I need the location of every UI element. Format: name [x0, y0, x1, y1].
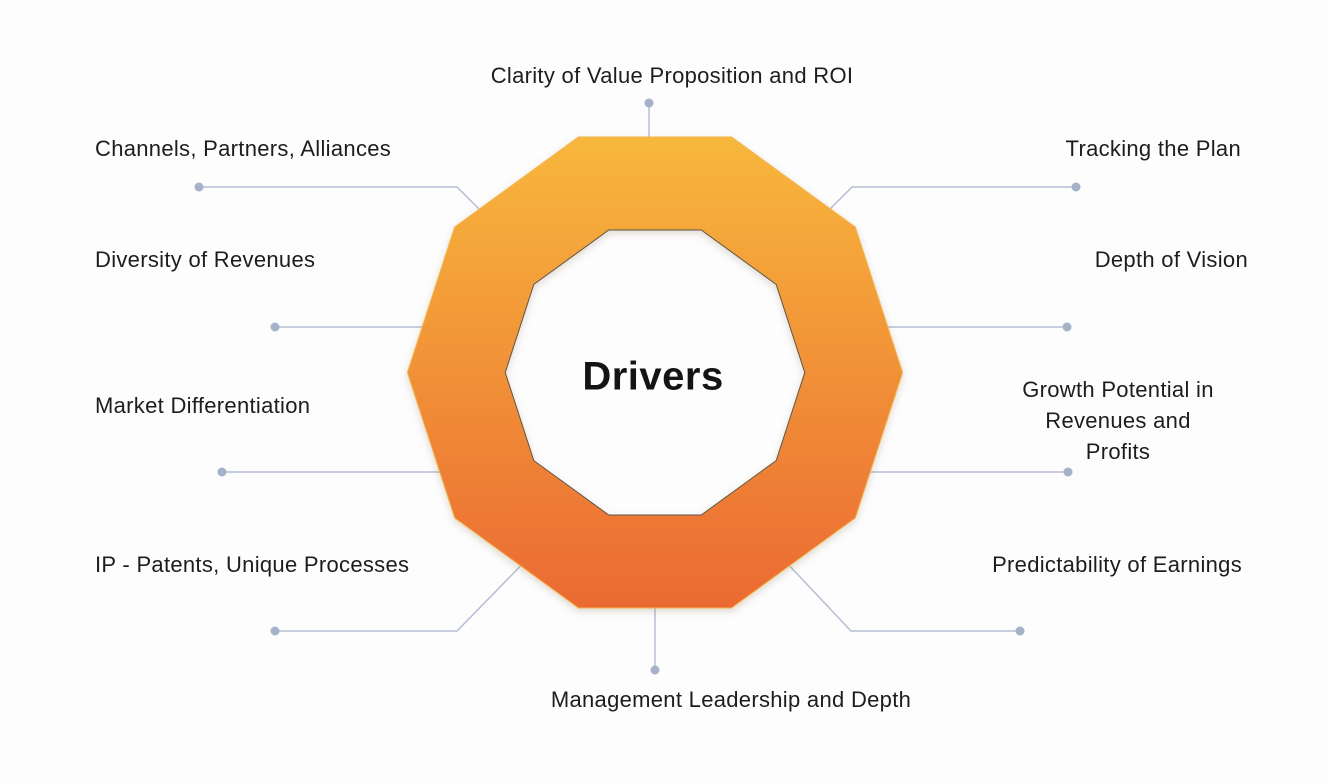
- connector-bottom-left: [275, 545, 541, 632]
- connector-bottom-right: [767, 542, 1020, 632]
- label-diversity-of-revenues: Diversity of Revenues: [95, 247, 316, 272]
- dot-top: [644, 98, 654, 108]
- dot-right-upper: [1062, 322, 1072, 332]
- dot-left-middle: [217, 467, 227, 477]
- dot-left-upper: [270, 322, 280, 332]
- connector-dots: [194, 98, 1081, 675]
- inner-decagon-outline: [504, 229, 806, 516]
- label-clarity-of-value-proposition-and-roi: Clarity of Value Proposition and ROI: [490, 63, 854, 88]
- label-depth-of-vision: Depth of Vision: [1094, 247, 1248, 272]
- label-management-leadership-and-depth: Management Leadership and Depth: [550, 687, 912, 712]
- label-channels-partners-alliances: Channels, Partners, Alliances: [95, 136, 392, 161]
- label-ip-patents-unique-processes: IP - Patents, Unique Processes: [95, 552, 410, 577]
- center-hub-label: Drivers: [582, 354, 724, 399]
- dot-bottom-left: [270, 626, 280, 636]
- label-market-differentiation: Market Differentiation: [95, 393, 311, 418]
- dot-top-left: [194, 182, 204, 192]
- label-predictability-of-earnings: Predictability of Earnings: [992, 552, 1242, 577]
- dot-bottom: [650, 665, 660, 675]
- dot-right-middle: [1063, 467, 1073, 477]
- label-growth-potential-in-revenues-and-profits: Growth Potential in Revenues and Profits: [1022, 377, 1214, 464]
- label-tracking-the-plan: Tracking the Plan: [1065, 136, 1241, 161]
- dot-top-right: [1071, 182, 1081, 192]
- dot-bottom-right: [1015, 626, 1025, 636]
